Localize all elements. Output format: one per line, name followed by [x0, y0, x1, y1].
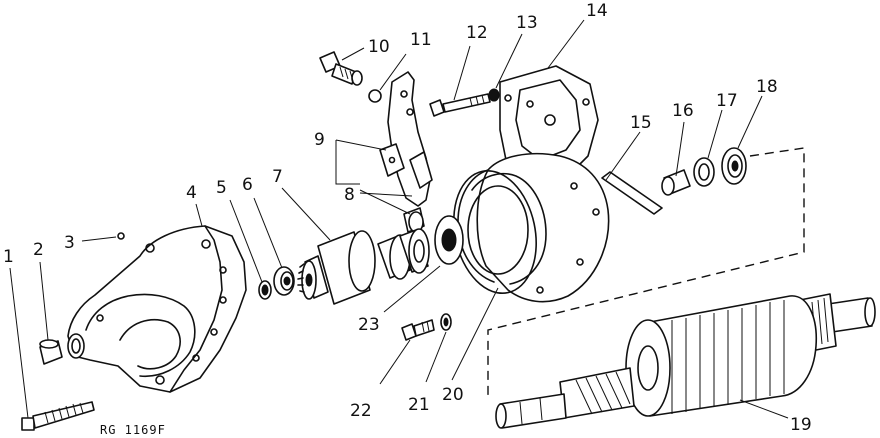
- drawing-code: RG 1169F: [100, 423, 166, 437]
- part-3-plug: [117, 232, 125, 240]
- label-22: 22: [350, 401, 372, 421]
- part-4-drive-housing: [67, 225, 247, 393]
- callout-labels: 1 2 3 4 5 6 7 8 9 10 11 12 13 14 15 16 1…: [3, 1, 812, 437]
- label-23: 23: [358, 315, 380, 335]
- label-8: 8: [344, 185, 355, 205]
- label-10: 10: [368, 37, 390, 57]
- part-12-bolt: [429, 93, 491, 117]
- label-18: 18: [756, 77, 778, 97]
- leader-lines: [9, 19, 789, 419]
- label-20: 20: [442, 385, 464, 405]
- label-16: 16: [672, 101, 694, 121]
- part-13-nut: [488, 88, 500, 102]
- part-8-pin: [403, 207, 425, 233]
- label-12: 12: [466, 23, 488, 43]
- label-6: 6: [242, 175, 253, 195]
- part-18-seal: [721, 147, 747, 185]
- part-17-washer: [693, 157, 715, 187]
- part-15-key: [601, 171, 663, 215]
- part-23-brake-assembly: [377, 215, 464, 280]
- part-5-washer: [258, 280, 272, 300]
- label-5: 5: [216, 178, 227, 198]
- label-11: 11: [410, 30, 432, 50]
- label-21: 21: [408, 395, 430, 415]
- label-14: 14: [586, 1, 608, 21]
- part-21-washer: [440, 313, 452, 331]
- label-3: 3: [64, 233, 75, 253]
- part-9-shift-lever: [379, 71, 433, 207]
- label-15: 15: [630, 113, 652, 133]
- part-19-armature: [495, 293, 876, 429]
- part-6-collar: [273, 266, 295, 296]
- label-13: 13: [516, 13, 538, 33]
- assembly-guide-line: [487, 147, 805, 400]
- label-19: 19: [790, 415, 812, 435]
- part-10-screw: [319, 51, 363, 86]
- part-1-bolt: [21, 401, 95, 431]
- label-2: 2: [33, 240, 44, 260]
- part-22-screw: [401, 319, 435, 341]
- part-11-plug: [368, 89, 382, 103]
- part-14-field-frame: [457, 65, 610, 303]
- label-17: 17: [716, 91, 738, 111]
- label-9: 9: [314, 130, 325, 150]
- label-4: 4: [186, 183, 197, 203]
- part-16-bushing: [661, 169, 691, 196]
- part-7-drive-pinion: [297, 230, 376, 305]
- part-2-bushing: [39, 339, 63, 365]
- label-1: 1: [3, 247, 14, 267]
- label-7: 7: [272, 167, 283, 187]
